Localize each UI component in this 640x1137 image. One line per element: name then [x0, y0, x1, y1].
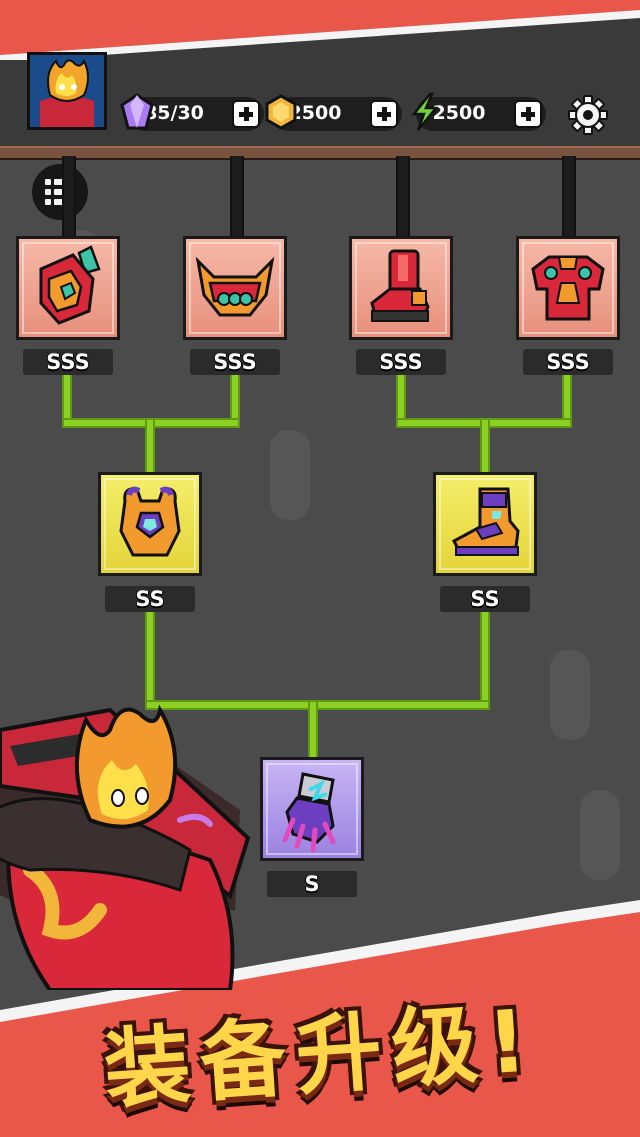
gem-value: 85/30 [144, 102, 204, 124]
hanging-cord [62, 156, 76, 238]
gauntlet-icon [39, 245, 101, 325]
boots-icon [370, 249, 430, 322]
hanging-cord [396, 156, 410, 238]
rank-badge: SS [440, 586, 530, 612]
settings-gear-icon[interactable] [567, 94, 609, 136]
gem-icon [120, 93, 154, 130]
tree-connector [230, 370, 240, 426]
equipment-card-gold-chestplate[interactable] [98, 472, 202, 576]
tree-connector [396, 370, 406, 426]
tree-connector [145, 608, 155, 708]
rank-badge: SSS [523, 349, 613, 375]
chest-armor-icon [531, 255, 605, 321]
background-pattern-icon [270, 430, 310, 520]
background-pattern-icon [550, 650, 590, 740]
bottom-banner [0, 900, 640, 1137]
equipment-card-chest[interactable] [516, 236, 620, 340]
energy-value: 2500 [432, 102, 486, 124]
hanging-cord [230, 156, 244, 238]
coin-icon [265, 94, 297, 130]
energy-bolt-icon [411, 92, 439, 131]
tree-connector [480, 418, 490, 474]
player-avatar[interactable] [27, 52, 107, 130]
menu-button[interactable] [32, 164, 88, 220]
add-gems-button[interactable] [232, 100, 260, 128]
add-energy-button[interactable] [514, 100, 542, 128]
equipment-card-helmet[interactable] [183, 236, 287, 340]
tree-connector [480, 608, 490, 708]
rank-badge: S [267, 871, 357, 897]
equipment-card-claw-glove[interactable] [260, 757, 364, 861]
add-coins-button[interactable] [370, 100, 398, 128]
rank-badge: SSS [23, 349, 113, 375]
rank-badge: SSS [356, 349, 446, 375]
rank-badge: SSS [190, 349, 280, 375]
gold-boot-icon [452, 487, 520, 556]
header-divider [0, 146, 640, 160]
hanging-cord [562, 156, 576, 238]
equipment-card-gold-boot[interactable] [433, 472, 537, 576]
fire-hero-character [0, 704, 251, 990]
equipment-card-gauntlet[interactable] [16, 236, 120, 340]
fire-hero-avatar-icon [30, 55, 104, 127]
energy-counter: 2500 [416, 97, 546, 131]
coin-counter: 2500 [272, 97, 402, 131]
coin-value: 2500 [288, 102, 342, 124]
rank-badge: SS [105, 586, 195, 612]
tree-connector [145, 418, 155, 474]
equipment-card-boots[interactable] [349, 236, 453, 340]
background-pattern-icon [580, 790, 620, 880]
claw-glove-icon [282, 772, 336, 853]
tree-connector [62, 370, 72, 426]
gold-chestplate-icon [119, 486, 181, 557]
list-menu-icon [45, 179, 76, 205]
tree-connector [562, 370, 572, 426]
tree-connector [308, 700, 318, 760]
top-stripe [0, 0, 640, 60]
helmet-crown-icon [195, 256, 275, 317]
